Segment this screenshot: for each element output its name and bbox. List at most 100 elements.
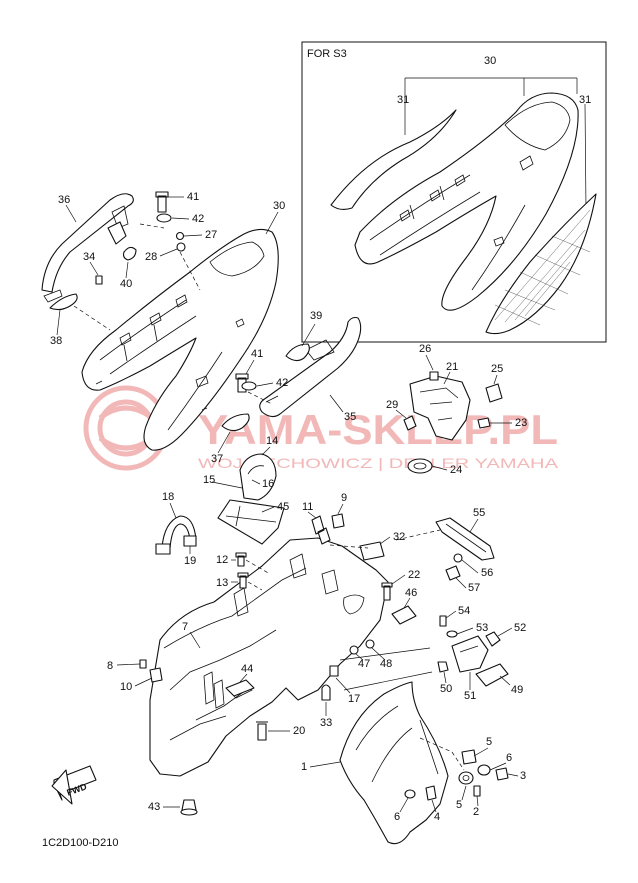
rivet-33: 33	[320, 684, 332, 729]
callout-45: 45	[277, 501, 289, 513]
damper-38: 38	[49, 293, 78, 347]
screw-11: 11	[302, 501, 331, 545]
callout-29: 29	[386, 399, 398, 411]
callout-26: 26	[419, 343, 431, 355]
damper-57: 57	[445, 565, 480, 594]
collar-54: 54	[439, 605, 470, 627]
washer-42-top: 42	[156, 213, 204, 225]
nut-56: 56	[453, 553, 493, 579]
callout-32: 32	[393, 531, 405, 543]
fwd-arrow: FWD	[51, 765, 97, 805]
callout-3: 3	[520, 770, 526, 782]
callout-39: 39	[310, 310, 322, 322]
clip-26: 26	[419, 343, 434, 371]
callout-14: 14	[266, 435, 278, 447]
rear-fender-7: 7	[149, 537, 389, 777]
band-15: 15	[203, 474, 243, 489]
lens-49: 49	[475, 663, 523, 696]
callout-9: 9	[341, 492, 347, 504]
watermark: YAMA-SKLEP.PL WOJCIECHOWICZ | DEALER YAM…	[83, 385, 559, 471]
clip-10: 10	[120, 667, 163, 693]
callout-22: 22	[408, 569, 420, 581]
callout-2: 2	[473, 806, 479, 818]
callout-20: 20	[293, 725, 305, 737]
callout-38: 38	[50, 335, 62, 347]
callout-28: 28	[145, 251, 157, 263]
callout-51: 51	[464, 690, 476, 702]
fender-mount-right: 5 6 3 5 2	[456, 736, 526, 818]
washer-42-right: 42	[241, 377, 288, 391]
callout-17: 17	[348, 693, 360, 705]
rear-cowl-30: 30	[81, 200, 285, 451]
callout-21: 21	[446, 361, 458, 373]
ring-24: 24	[407, 458, 462, 476]
callout-4: 4	[434, 811, 440, 823]
cover-37: 37	[211, 413, 250, 465]
nut-27: 27	[175, 229, 217, 241]
grab-bar-36: 36	[41, 193, 134, 303]
callout-34: 34	[83, 251, 95, 263]
hinge-55: 55	[435, 507, 495, 561]
clip-25: 25	[485, 363, 503, 403]
inset-graphic-right	[485, 193, 597, 335]
plate-32: 32	[359, 531, 405, 561]
collar-28: 28	[145, 242, 186, 263]
callout-12: 12	[216, 554, 228, 566]
callout-41-right: 41	[251, 348, 263, 360]
callout-40: 40	[120, 278, 132, 290]
callout-15: 15	[203, 474, 215, 486]
callout-13: 13	[216, 577, 228, 589]
grommet-43: 43	[148, 799, 198, 816]
license-light-body-51: 51	[451, 635, 489, 702]
screw-48: 48	[365, 639, 392, 670]
callout-49: 49	[511, 684, 523, 696]
screw-13: 13	[216, 572, 249, 589]
callout-41-top: 41	[187, 191, 199, 203]
callout-48: 48	[380, 658, 392, 670]
bolt-41-top: 41	[155, 191, 199, 213]
callout-23: 23	[515, 417, 527, 429]
callout-35: 35	[344, 411, 356, 423]
callout-47: 47	[358, 658, 370, 670]
washer-53: 53	[446, 622, 488, 638]
callout-33: 33	[320, 717, 332, 729]
handle-18: 18 19	[155, 491, 197, 567]
nut-47: 47	[349, 645, 370, 670]
callout-8: 8	[107, 660, 113, 672]
bulb-52: 52	[485, 622, 526, 647]
plate-45: 45	[217, 499, 289, 545]
callout-16: 16	[262, 478, 274, 490]
callout-6-right: 6	[506, 752, 512, 764]
inset-for-s3: FOR S3 30 31 31	[301, 41, 607, 343]
diagram-code: 1C2D100-D210	[42, 837, 118, 849]
callout-6-left: 6	[394, 811, 400, 823]
rivet-20: 20	[256, 721, 305, 741]
cover-39: 39	[285, 310, 322, 362]
screw-34: 34	[83, 251, 103, 285]
callout-7: 7	[182, 621, 188, 633]
clip-9: 9	[331, 492, 347, 529]
callout-5-bottom: 5	[456, 799, 462, 811]
screw-12: 12	[216, 552, 247, 567]
grab-bar-35: 35	[259, 316, 362, 423]
callout-19: 19	[184, 555, 196, 567]
band-16: 16	[251, 478, 274, 490]
callout-43: 43	[148, 801, 160, 813]
front-fender-1: 1	[301, 681, 465, 845]
callout-42-top: 42	[192, 213, 204, 225]
inset-frame	[301, 41, 607, 343]
callout-31-right: 31	[579, 94, 591, 106]
fender-mount-left: 6 4	[394, 785, 440, 823]
cover-44: 44	[225, 663, 255, 697]
callout-18: 18	[162, 491, 174, 503]
callout-36: 36	[58, 194, 70, 206]
seat-lock-21: 21	[409, 361, 471, 441]
callout-56: 56	[481, 567, 493, 579]
screw-8: 8	[107, 659, 147, 672]
callout-5-top: 5	[486, 736, 492, 748]
callout-27: 27	[205, 229, 217, 241]
callout-54: 54	[458, 605, 470, 617]
bracket-46: 46	[391, 587, 417, 625]
callout-25: 25	[491, 363, 503, 375]
